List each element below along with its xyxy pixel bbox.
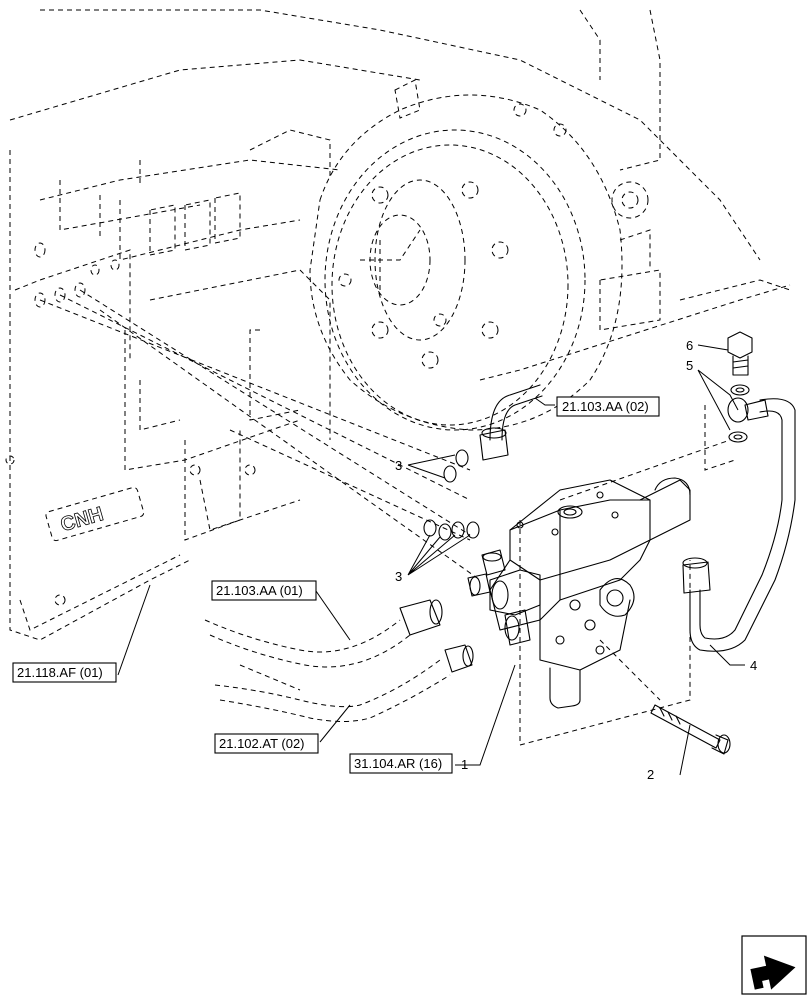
banjo-bolt — [727, 331, 753, 376]
ref-21-118-af-01-label: 21.118.AF (01) — [17, 665, 103, 680]
banjo-washers — [727, 384, 750, 443]
ref-31-104-ar-16-label: 31.104.AR (16) — [354, 756, 442, 771]
ref-21-102-at-02[interactable]: 21.102.AT (02) — [214, 733, 319, 754]
callout-5: 5 — [686, 358, 693, 373]
callout-4: 4 — [750, 658, 757, 673]
ref-21-118-af-01[interactable]: 21.118.AF (01) — [12, 662, 117, 683]
leader-lines — [117, 344, 745, 776]
ref-31-104-ar-16[interactable]: 31.104.AR (16) — [349, 753, 453, 774]
valve-block — [467, 477, 691, 709]
next-page-arrow-icon[interactable] — [741, 935, 807, 995]
casting-logo-text: CNH — [58, 503, 106, 536]
callout-3-upper: 3 — [395, 458, 402, 473]
flywheel — [309, 79, 649, 431]
callout-3-lower: 3 — [395, 569, 402, 584]
callout-2: 2 — [647, 767, 654, 782]
callout-1: 1 — [461, 757, 468, 772]
ref-21-103-aa-01-label: 21.103.AA (01) — [216, 583, 303, 598]
callout-6: 6 — [686, 338, 693, 353]
upper-pipe — [479, 384, 543, 461]
ref-21-103-aa-02-label: 21.103.AA (02) — [562, 399, 649, 414]
casting-logo: CNH — [45, 486, 145, 542]
hose-upper — [204, 599, 443, 668]
transmission-housing: CNH — [5, 9, 791, 641]
ref-21-103-aa-02[interactable]: 21.103.AA (02) — [556, 396, 660, 417]
ref-21-102-at-02-label: 21.102.AT (02) — [219, 736, 305, 751]
ref-21-103-aa-01[interactable]: 21.103.AA (01) — [211, 580, 317, 601]
hose-lower — [214, 644, 474, 722]
cap-screw — [650, 704, 731, 755]
o-rings — [423, 449, 480, 541]
return-pipe — [682, 398, 796, 652]
assembly-centerlines — [39, 289, 736, 746]
